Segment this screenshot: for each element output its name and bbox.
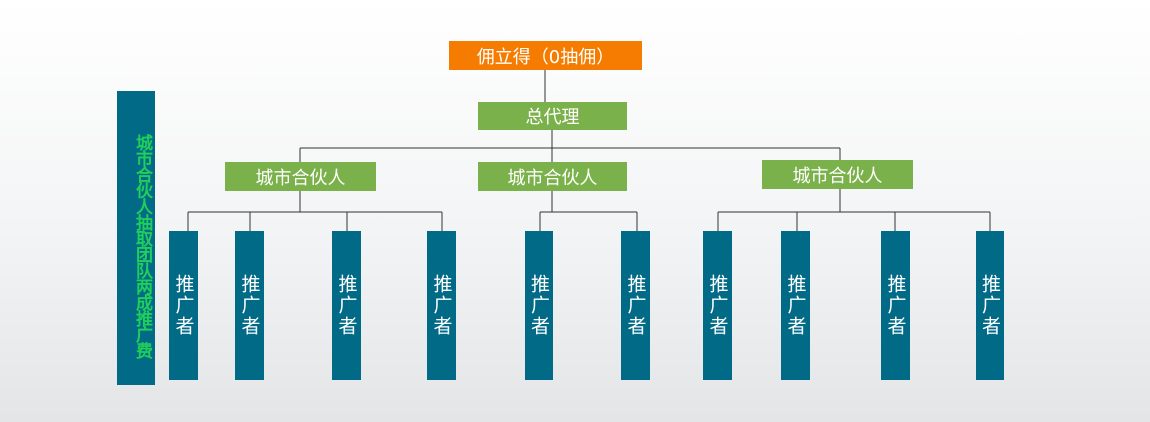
- city-partner-node: 城市合伙人: [478, 162, 627, 191]
- promoter-node: 推广者: [332, 231, 361, 380]
- promoter-node: 推广者: [703, 231, 732, 380]
- city-partner-node: 城市合伙人: [225, 162, 376, 191]
- promoter-node: 推广者: [169, 231, 198, 380]
- promoter-node: 推广者: [781, 231, 810, 380]
- promoter-node: 推广者: [427, 231, 456, 380]
- promoter-node: 推广者: [235, 231, 264, 380]
- city-partner-node: 城市合伙人: [762, 160, 913, 189]
- promoter-node: 推广者: [976, 231, 1004, 380]
- side-annotation: 城市合伙人抽取团队两成推广费: [117, 91, 155, 385]
- promoter-node: 推广者: [621, 231, 650, 380]
- promoter-node: 推广者: [525, 231, 553, 380]
- promoter-node: 推广者: [881, 231, 910, 380]
- root-node: 佣立得（0抽佣）: [449, 41, 642, 70]
- general-agent-node: 总代理: [478, 102, 627, 130]
